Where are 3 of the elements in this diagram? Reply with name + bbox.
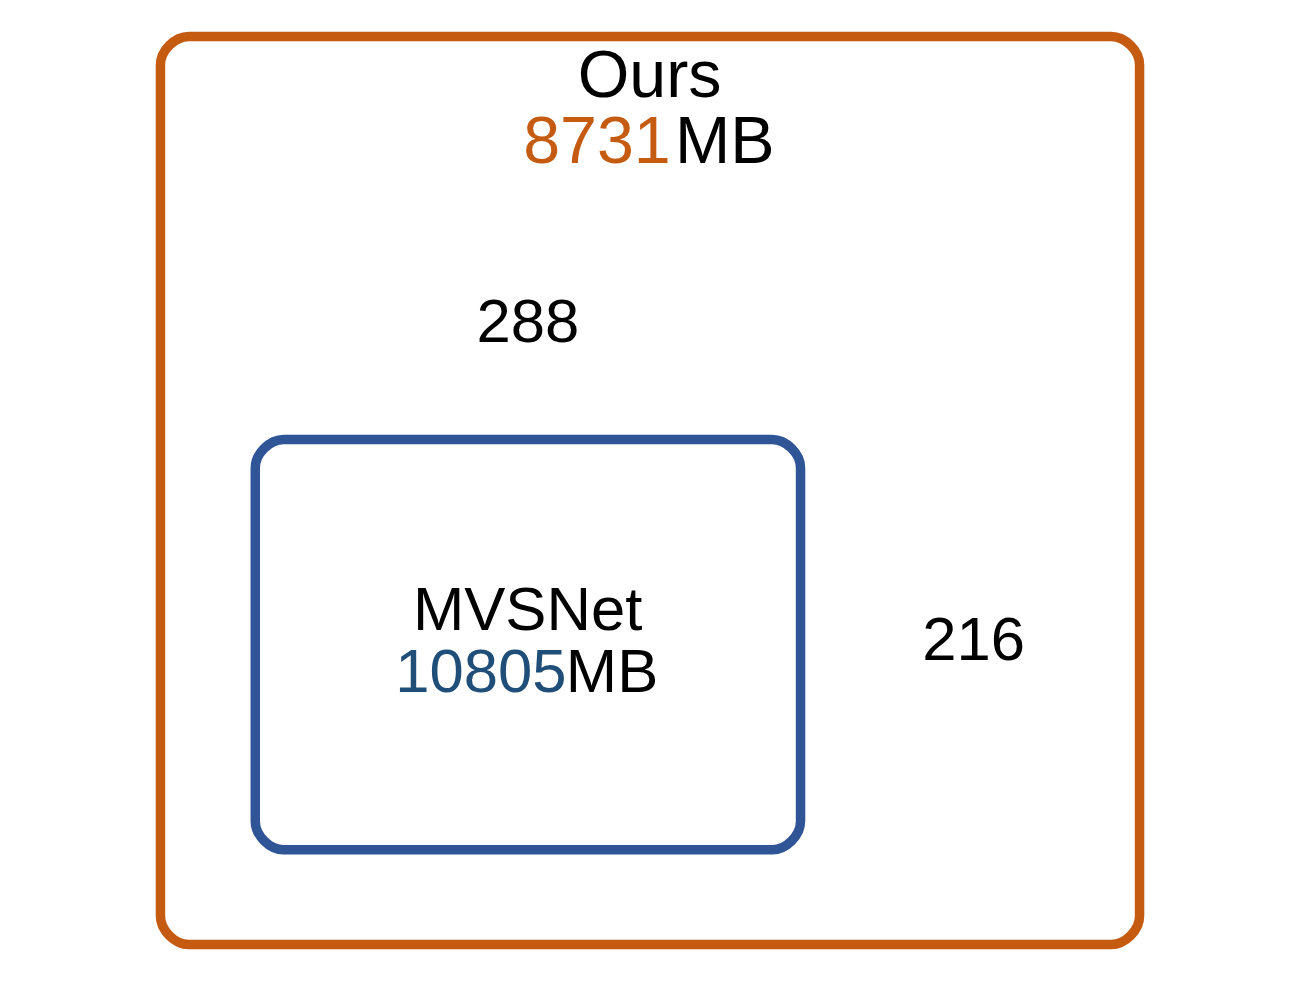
label: 216 [921,603,1025,673]
label: 288 [475,285,579,355]
node-box: MVSNet 10805MB [250,434,805,855]
